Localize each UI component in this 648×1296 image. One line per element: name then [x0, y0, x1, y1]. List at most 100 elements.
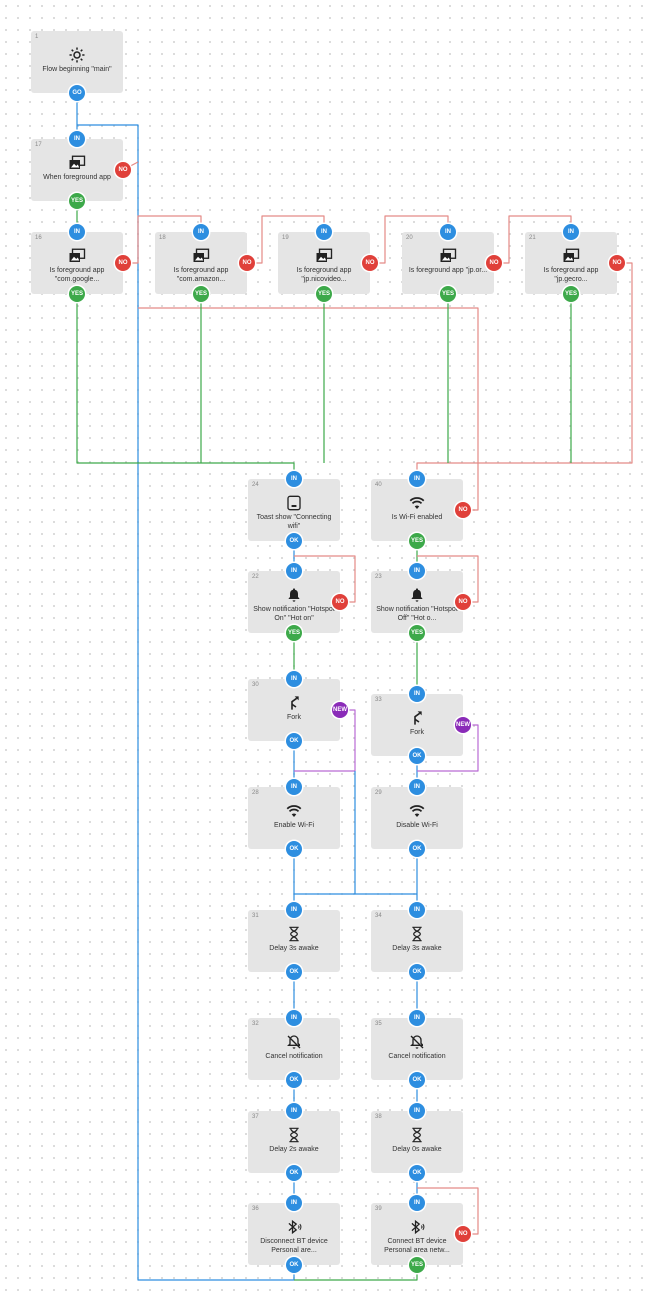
b33-port-new[interactable]: NEW	[455, 717, 471, 733]
b23-port-no[interactable]: NO	[455, 594, 471, 610]
block-id: 30	[252, 682, 259, 688]
b19-port-no[interactable]: NO	[362, 255, 378, 271]
block-label: Delay 2s awake	[269, 1146, 319, 1153]
b32-port-in[interactable]: IN	[286, 1010, 302, 1026]
b16-port-in[interactable]: IN	[69, 224, 85, 240]
block-label: Show notification "Hotspot On" "Hot on"	[253, 606, 335, 622]
b22-port-in[interactable]: IN	[286, 563, 302, 579]
b30-port-ok[interactable]: OK	[286, 733, 302, 749]
b33-port-in[interactable]: IN	[409, 686, 425, 702]
b38-port-ok[interactable]: OK	[409, 1165, 425, 1181]
b19-port-yes[interactable]: YES	[316, 286, 332, 302]
toast-icon	[248, 495, 340, 511]
block-id: 23	[375, 574, 382, 580]
b40-port-yes[interactable]: YES	[409, 533, 425, 549]
b36-port-in[interactable]: IN	[286, 1195, 302, 1211]
block-label: Is foreground app "jp.gecro...	[543, 267, 599, 283]
block-id: 31	[252, 913, 259, 919]
hourglass-icon	[371, 1127, 463, 1143]
b38-port-in[interactable]: IN	[409, 1103, 425, 1119]
b23-port-yes[interactable]: YES	[409, 625, 425, 641]
b32-port-ok[interactable]: OK	[286, 1072, 302, 1088]
b20-port-no[interactable]: NO	[486, 255, 502, 271]
b28-port-ok[interactable]: OK	[286, 841, 302, 857]
b18-port-no[interactable]: NO	[239, 255, 255, 271]
b36-port-ok[interactable]: OK	[286, 1257, 302, 1273]
b39-port-yes[interactable]: YES	[409, 1257, 425, 1273]
b22-port-yes[interactable]: YES	[286, 625, 302, 641]
b17-port-in[interactable]: IN	[69, 131, 85, 147]
b39-port-in[interactable]: IN	[409, 1195, 425, 1211]
b40-port-no[interactable]: NO	[455, 502, 471, 518]
block-label: Is foreground app "jp.or...	[408, 267, 488, 274]
b20-port-in[interactable]: IN	[440, 224, 456, 240]
b17-port-yes[interactable]: YES	[69, 193, 85, 209]
b34-port-ok[interactable]: OK	[409, 964, 425, 980]
b17-port-no[interactable]: NO	[115, 162, 131, 178]
b39-port-no[interactable]: NO	[455, 1226, 471, 1242]
b21-port-in[interactable]: IN	[563, 224, 579, 240]
bluetooth-icon	[371, 1219, 463, 1235]
block-label: Show notification "Hotspot Off" "Hot o..…	[376, 606, 458, 622]
b23-port-in[interactable]: IN	[409, 563, 425, 579]
b31-port-in[interactable]: IN	[286, 902, 302, 918]
b22-port-no[interactable]: NO	[332, 594, 348, 610]
bell-off-icon	[248, 1034, 340, 1050]
block-label: Flow beginning "main"	[42, 66, 112, 73]
b18-port-yes[interactable]: YES	[193, 286, 209, 302]
b21-port-yes[interactable]: YES	[563, 286, 579, 302]
b28-port-in[interactable]: IN	[286, 779, 302, 795]
b34-port-in[interactable]: IN	[409, 902, 425, 918]
b29-port-in[interactable]: IN	[409, 779, 425, 795]
b24-port-ok[interactable]: OK	[286, 533, 302, 549]
b20-port-yes[interactable]: YES	[440, 286, 456, 302]
b31-port-ok[interactable]: OK	[286, 964, 302, 980]
block-label: Is Wi-Fi enabled	[391, 514, 443, 521]
block-label: Is foreground app "jp.nicovideo...	[296, 267, 352, 283]
b35-port-ok[interactable]: OK	[409, 1072, 425, 1088]
app-window-icon	[31, 155, 123, 171]
b16-port-yes[interactable]: YES	[69, 286, 85, 302]
b40-port-in[interactable]: IN	[409, 471, 425, 487]
b1-port-go[interactable]: GO	[69, 85, 85, 101]
b37-port-in[interactable]: IN	[286, 1103, 302, 1119]
b16-port-no[interactable]: NO	[115, 255, 131, 271]
b30-port-new[interactable]: NEW	[332, 702, 348, 718]
b35-port-in[interactable]: IN	[409, 1010, 425, 1026]
b21-port-no[interactable]: NO	[609, 255, 625, 271]
b30-port-in[interactable]: IN	[286, 671, 302, 687]
b29-port-ok[interactable]: OK	[409, 841, 425, 857]
b19-port-in[interactable]: IN	[316, 224, 332, 240]
block-label: Disconnect BT device Personal are...	[260, 1238, 328, 1254]
hourglass-icon	[248, 1127, 340, 1143]
b37-port-ok[interactable]: OK	[286, 1165, 302, 1181]
b18-port-in[interactable]: IN	[193, 224, 209, 240]
b33-port-ok[interactable]: OK	[409, 748, 425, 764]
block-label: Cancel notification	[388, 1053, 446, 1060]
b24-port-in[interactable]: IN	[286, 471, 302, 487]
